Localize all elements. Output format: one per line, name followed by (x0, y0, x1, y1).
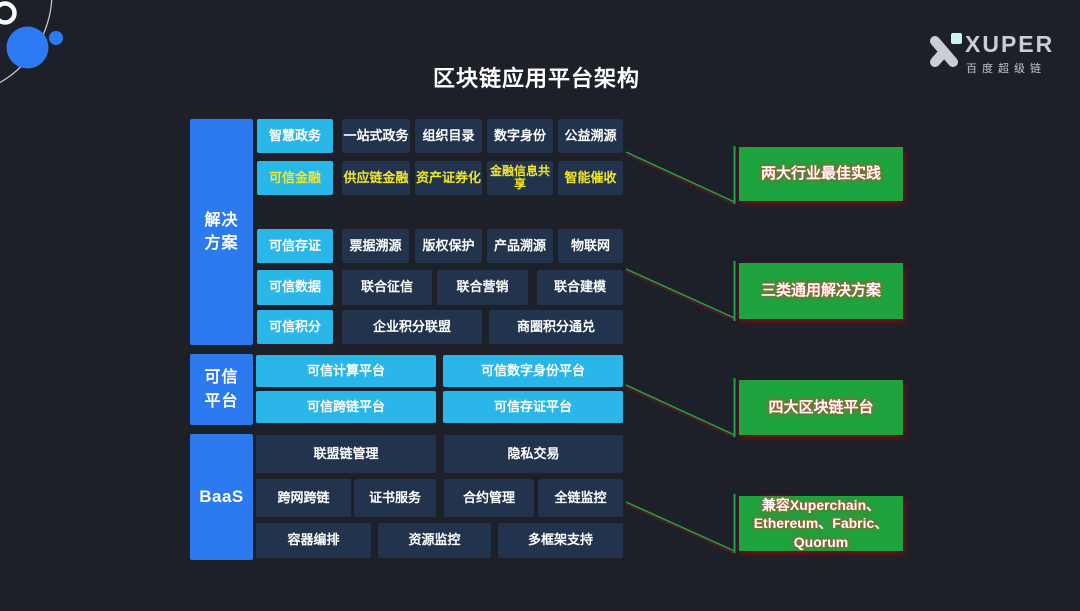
platform-node: 可信跨链平台 (256, 391, 436, 423)
xuper-logo: XUPER 百度超级链 (928, 30, 1060, 76)
callout-industry-practices: 两大行业最佳实践 (739, 147, 903, 201)
category-node: 智慧政务 (257, 119, 333, 153)
logo-subtitle-text: 百度超级链 (966, 63, 1046, 75)
baas-node: 联盟链管理 (256, 435, 436, 473)
category-node: 可信存证 (257, 229, 333, 263)
feature-node: 版权保护 (415, 229, 482, 263)
callout-general-solutions: 三类通用解决方案 (739, 263, 903, 319)
callout-compat-frameworks: 兼容Xuperchain、Ethereum、Fabric、Quorum (739, 496, 903, 551)
page-title: 区块链应用平台架构 (433, 66, 641, 91)
feature-node: 公益溯源 (558, 119, 623, 153)
decor-circles (0, 0, 63, 84)
feature-node: 联合征信 (342, 270, 432, 305)
feature-node: 金融信息共享 (487, 161, 553, 195)
connector-compat (625, 494, 736, 555)
baas-node: 全链监控 (538, 479, 623, 517)
section-label-baas: BaaS (190, 434, 253, 560)
connector-platforms (625, 378, 736, 439)
feature-node: 企业积分联盟 (342, 310, 482, 344)
feature-node: 数字身份 (487, 119, 553, 153)
section-label-platform: 可信 平台 (190, 354, 253, 425)
platform-node: 可信存证平台 (443, 391, 623, 423)
baas-node: 隐私交易 (444, 435, 623, 473)
category-node: 可信数据 (257, 270, 333, 305)
feature-node: 票据溯源 (342, 229, 409, 263)
logo-brand-text: XUPER (965, 31, 1055, 57)
connector-general-solutions (625, 261, 736, 322)
baas-node: 跨网跨链 (256, 479, 351, 517)
connector-industry (625, 146, 736, 206)
platform-node: 可信计算平台 (256, 355, 436, 387)
decor-blue-dot (49, 31, 63, 45)
category-node: 可信积分 (257, 310, 333, 344)
feature-node: 联合建模 (537, 270, 623, 305)
decor-ring-icon (0, 1, 17, 25)
feature-node: 一站式政务 (342, 119, 410, 153)
platform-node: 可信数字身份平台 (443, 355, 623, 387)
decor-blue-circle (6, 26, 49, 69)
baas-node: 多框架支持 (498, 523, 623, 558)
baas-node: 资源监控 (378, 523, 491, 558)
feature-node: 商圈积分通兑 (489, 310, 623, 344)
feature-node: 供应链金融 (342, 161, 410, 195)
feature-node: 智能催收 (558, 161, 623, 195)
category-node: 可信金融 (257, 161, 333, 195)
xuper-mark-icon (930, 33, 962, 67)
baas-node: 合约管理 (444, 479, 534, 517)
baas-node: 证书服务 (354, 479, 436, 517)
feature-node: 资产证券化 (415, 161, 482, 195)
baas-node: 容器编排 (256, 523, 371, 558)
feature-node: 产品溯源 (487, 229, 553, 263)
feature-node: 组织目录 (415, 119, 482, 153)
decor-arc (0, 0, 53, 84)
section-label-solutions: 解决 方案 (190, 119, 253, 345)
callout-blockchain-platforms: 四大区块链平台 (739, 380, 903, 435)
feature-node: 物联网 (558, 229, 623, 263)
feature-node: 联合营销 (437, 270, 528, 305)
